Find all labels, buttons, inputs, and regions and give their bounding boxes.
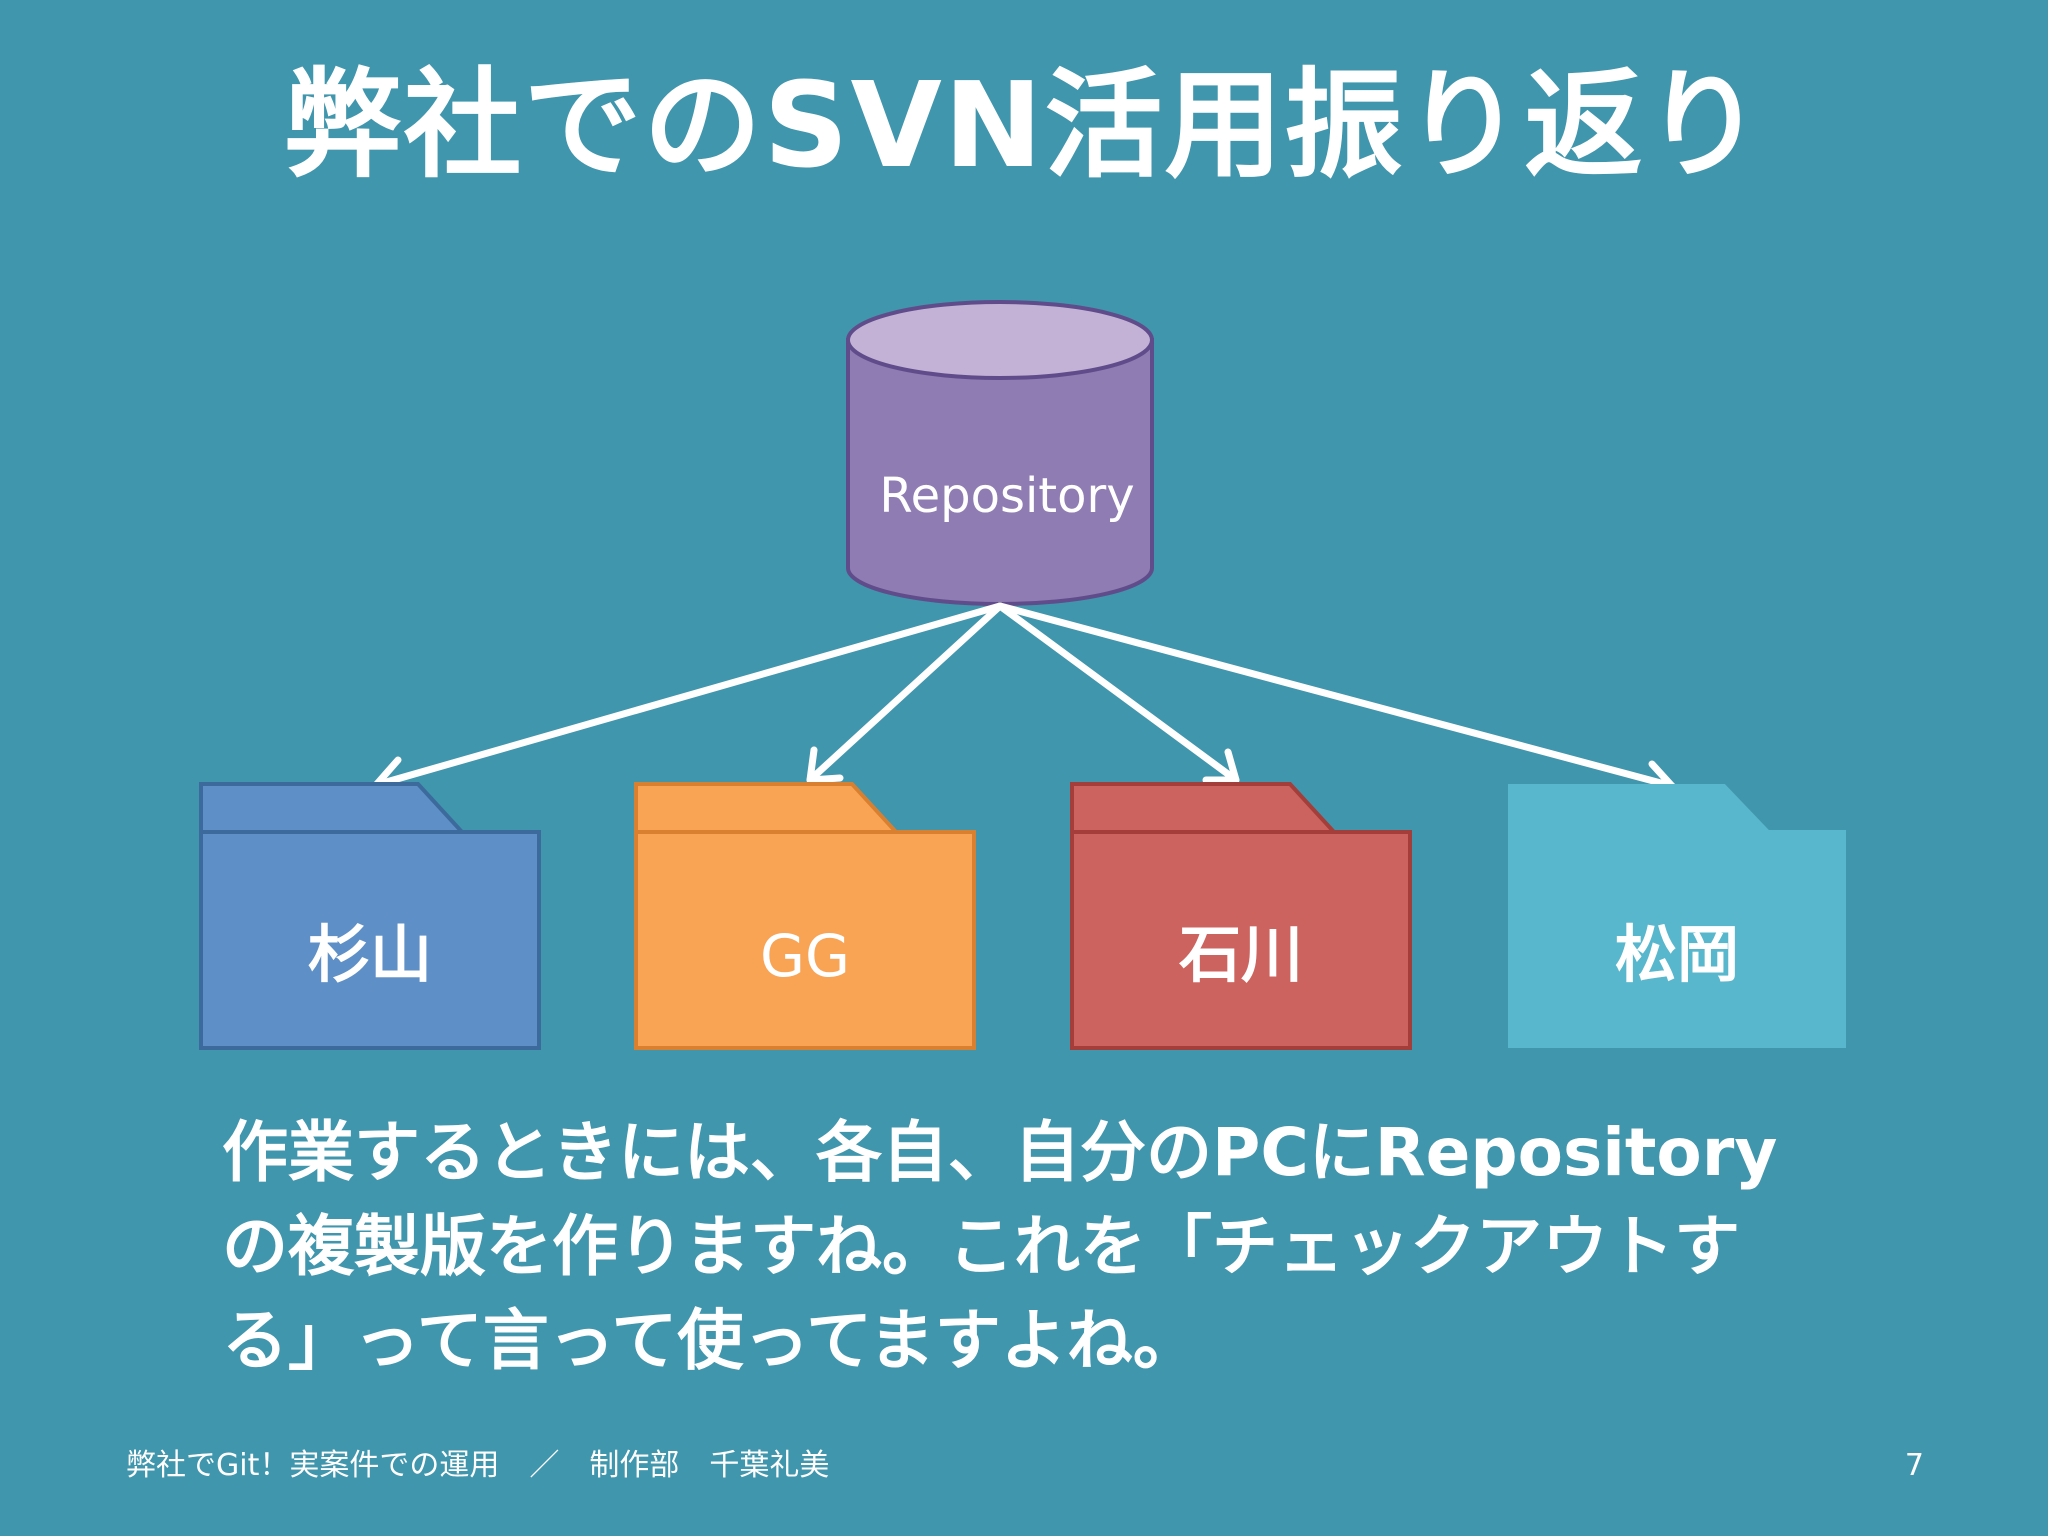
body-line-2: の複製版を作りますね。これを「チェックアウトす (222, 1208, 1740, 1285)
footer-caption: 弊社でGit！実案件での運用 ／ 制作部 千葉礼美 (126, 1448, 830, 1483)
slide-title: 弊社でのSVN活用振り返り (283, 56, 1765, 194)
folder-matsuoka: 松岡 (1508, 784, 1846, 1048)
folder-tab (634, 782, 901, 834)
body-line-1: 作業するときには、各自、自分のPCにRepository (222, 1114, 1778, 1191)
arrow-to-ishikawa (996, 602, 1240, 784)
folder-tab (1508, 784, 1773, 834)
arrow-to-sugiyama (372, 602, 1004, 789)
folder-label-matsuoka: 松岡 (1615, 918, 1739, 991)
folder-label-sugiyama: 杉山 (308, 918, 432, 991)
arrow-to-matsuoka (996, 602, 1676, 790)
repository-label: Repository (879, 468, 1134, 524)
page-number: 7 (1904, 1448, 1924, 1483)
folder-ishikawa: 石川 (1070, 782, 1412, 1050)
folder-label-ishikawa: 石川 (1179, 918, 1303, 991)
repository-diagram: Repository 杉山 GG 石川 松岡 (199, 300, 1846, 1050)
folder-tab (199, 782, 467, 834)
arrowhead-ishikawa (1202, 748, 1240, 784)
repository-cylinder: Repository (846, 300, 1154, 606)
folder-gg: GG (634, 782, 976, 1050)
arrows (372, 602, 1676, 802)
repository-cylinder-top (846, 300, 1154, 380)
folder-body (634, 830, 976, 1050)
folder-body (1070, 830, 1412, 1050)
arrow-to-gg (806, 602, 1004, 784)
arrowhead-gg (806, 746, 844, 784)
folder-tab (1070, 782, 1339, 834)
folder-label-gg: GG (760, 922, 850, 990)
body-text: 作業するときには、各自、自分のPCにRepository の複製版を作りますね。… (222, 1106, 1842, 1388)
body-line-3: る」って言って使ってますよね。 (222, 1302, 1199, 1379)
folder-body (199, 830, 541, 1050)
folder-body (1508, 830, 1846, 1048)
folder-sugiyama: 杉山 (199, 782, 541, 1050)
